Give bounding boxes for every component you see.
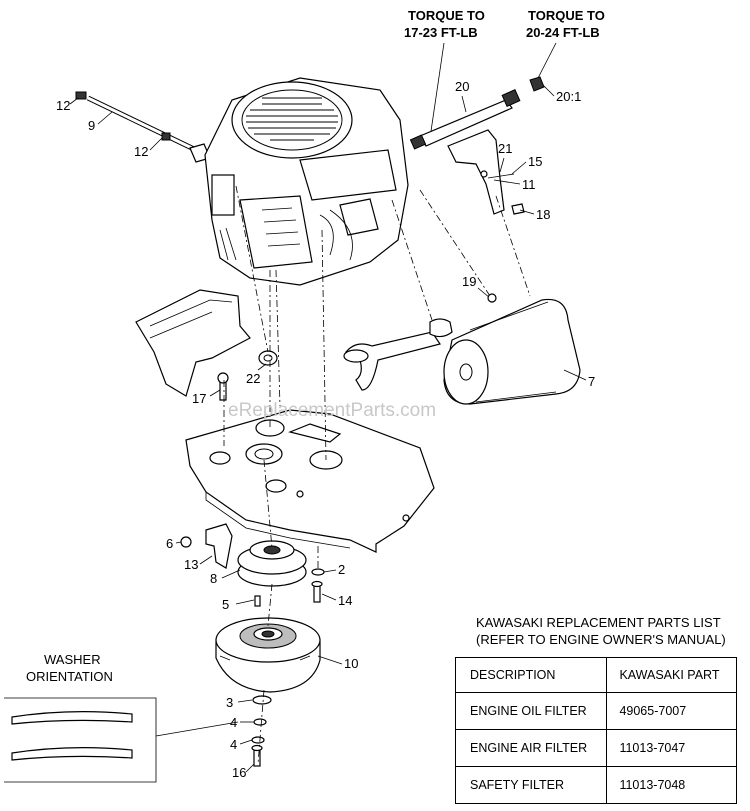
part-number: 11013-7048 xyxy=(606,766,737,804)
callout-16: 16 xyxy=(232,765,246,780)
column-header-description: DESCRIPTION xyxy=(454,657,608,693)
callout-18: 18 xyxy=(536,207,550,222)
callout-3: 3 xyxy=(226,695,233,710)
heat-shield xyxy=(135,289,278,401)
callout-2: 2 xyxy=(338,562,345,577)
bracket-13 xyxy=(180,523,233,569)
callout-12-lower: 12 xyxy=(134,144,148,159)
fuel-line-9 xyxy=(75,91,211,163)
clutch-10 xyxy=(215,617,321,693)
engine xyxy=(204,77,409,286)
callout-11: 11 xyxy=(522,177,536,192)
part-description: ENGINE OIL FILTER xyxy=(454,692,608,730)
callout-10: 10 xyxy=(344,656,358,671)
callout-4-upper: 4 xyxy=(230,715,237,730)
callout-20: 20 xyxy=(455,79,469,94)
parts-list-table: DESCRIPTION KAWASAKI PART ENGINE OIL FIL… xyxy=(454,657,737,804)
washer-label-line2: ORIENTATION xyxy=(26,669,113,684)
callout-19: 19 xyxy=(462,274,476,289)
callout-20-1: 20:1 xyxy=(556,89,581,104)
table-row: ENGINE AIR FILTER 11013-7047 xyxy=(454,729,737,767)
callout-12-upper: 12 xyxy=(56,98,70,113)
column-header-part-number: KAWASAKI PART xyxy=(606,657,737,693)
callout-21: 21 xyxy=(498,141,512,156)
bracket-11 xyxy=(447,129,525,215)
callout-9: 9 xyxy=(88,118,95,133)
callout-14: 14 xyxy=(338,593,352,608)
table-header-row: DESCRIPTION KAWASAKI PART xyxy=(454,657,737,693)
parts-list-title: KAWASAKI REPLACEMENT PARTS LIST xyxy=(476,615,721,630)
key-5 xyxy=(254,595,261,607)
part-number: 11013-7047 xyxy=(606,729,737,767)
svg-text:TORQUE TO: TORQUE TO xyxy=(408,8,485,23)
part-number: 49065-7007 xyxy=(606,692,737,730)
callout-4-lower: 4 xyxy=(230,737,237,752)
torque-note-left: TORQUE TO 17-23 FT-LB xyxy=(404,8,485,139)
muffler-7 xyxy=(343,298,581,405)
part-description: ENGINE AIR FILTER xyxy=(454,729,608,767)
watermark: eReplacementParts.com xyxy=(228,400,436,421)
callout-5: 5 xyxy=(222,597,229,612)
bolt-14 xyxy=(311,580,323,603)
washer-2 xyxy=(311,568,325,576)
callout-8: 8 xyxy=(210,571,217,586)
washer-label-line1: WASHER xyxy=(44,652,101,667)
assembly-lines xyxy=(223,185,531,765)
svg-text:17-23 FT-LB: 17-23 FT-LB xyxy=(404,25,478,40)
callout-7: 7 xyxy=(588,374,595,389)
engine-mount-plate xyxy=(185,409,435,553)
parts-list-subtitle: (REFER TO ENGINE OWNER'S MANUAL) xyxy=(476,632,726,647)
washer-3 xyxy=(252,695,272,705)
washer-4-lower xyxy=(251,736,265,744)
callout-labels: 12 9 12 20 20:1 21 15 11 18 19 7 22 17 6… xyxy=(56,79,595,780)
washer-orientation-detail: WASHER ORIENTATION xyxy=(4,652,239,783)
callout-13: 13 xyxy=(184,557,198,572)
callout-15: 15 xyxy=(528,154,542,169)
callout-6: 6 xyxy=(166,536,173,551)
pulley-8 xyxy=(237,540,307,587)
bolt-16 xyxy=(251,744,263,767)
svg-text:20-24 FT-LB: 20-24 FT-LB xyxy=(526,25,600,40)
callout-22: 22 xyxy=(246,371,260,386)
washer-4-upper xyxy=(253,718,267,726)
callout-17: 17 xyxy=(192,391,206,406)
table-row: SAFETY FILTER 11013-7048 xyxy=(454,766,737,804)
tube-20 xyxy=(409,76,545,150)
table-row: ENGINE OIL FILTER 49065-7007 xyxy=(454,692,737,730)
part-description: SAFETY FILTER xyxy=(454,766,608,804)
svg-text:TORQUE TO: TORQUE TO xyxy=(528,8,605,23)
torque-note-right: TORQUE TO 20-24 FT-LB xyxy=(526,8,605,83)
